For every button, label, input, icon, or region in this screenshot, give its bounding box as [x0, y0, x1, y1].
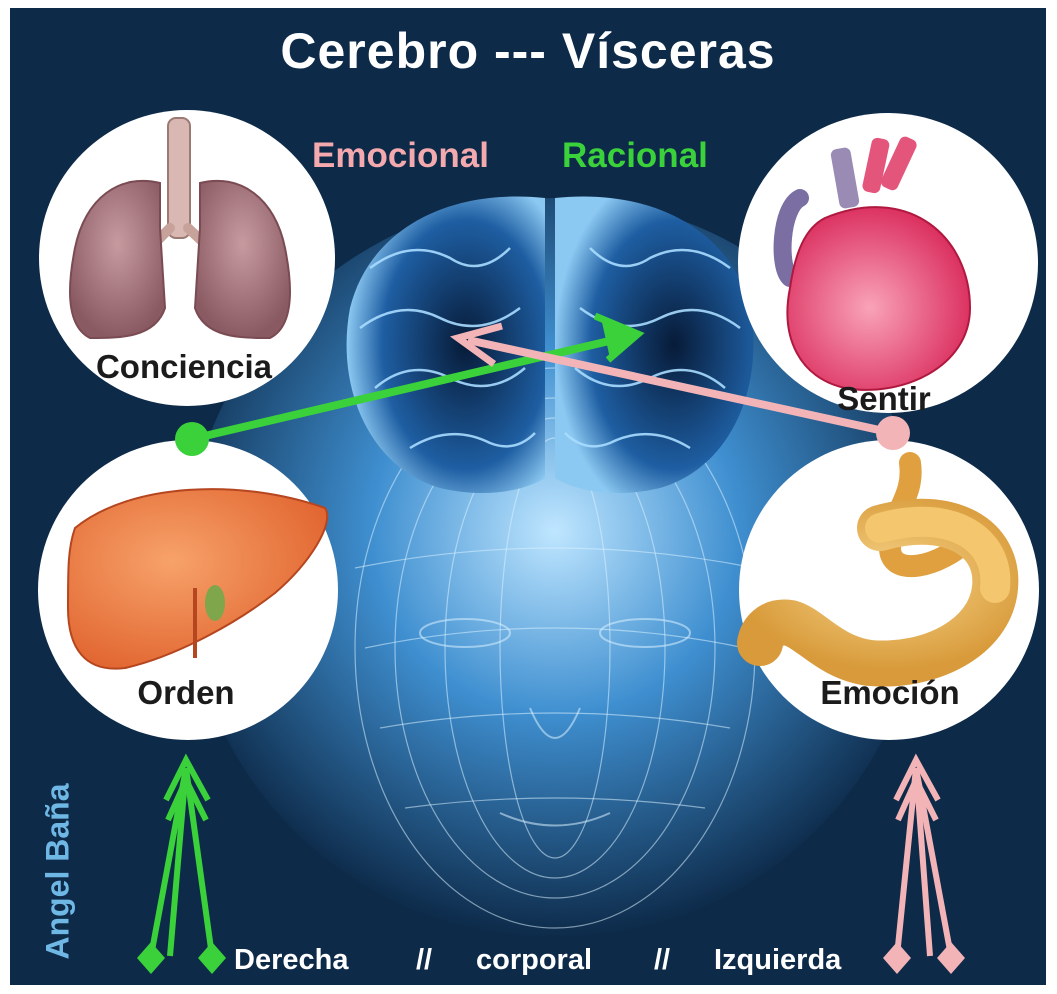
diagram-scene	[10, 8, 1046, 985]
label-sentir: Sentir	[764, 380, 1004, 418]
label-derecha: Derecha	[234, 944, 348, 977]
pink-bottom-arrows	[883, 760, 965, 974]
label-izquierda: Izquierda	[714, 944, 841, 977]
label-corporal: corporal	[476, 944, 592, 977]
diagram-title: Cerebro --- Vísceras	[10, 22, 1046, 80]
label-emocional: Emocional	[312, 136, 489, 176]
separator-1: //	[416, 944, 432, 977]
separator-2: //	[654, 944, 670, 977]
label-racional: Racional	[562, 136, 708, 176]
green-bottom-arrows	[137, 760, 226, 974]
label-emocion: Emoción	[770, 674, 1010, 712]
author-credit: Angel Baña	[40, 772, 77, 972]
label-orden: Orden	[66, 674, 306, 712]
label-conciencia: Conciencia	[64, 348, 304, 386]
diagram-frame: Cerebro --- Vísceras Emocional Racional …	[10, 8, 1046, 985]
